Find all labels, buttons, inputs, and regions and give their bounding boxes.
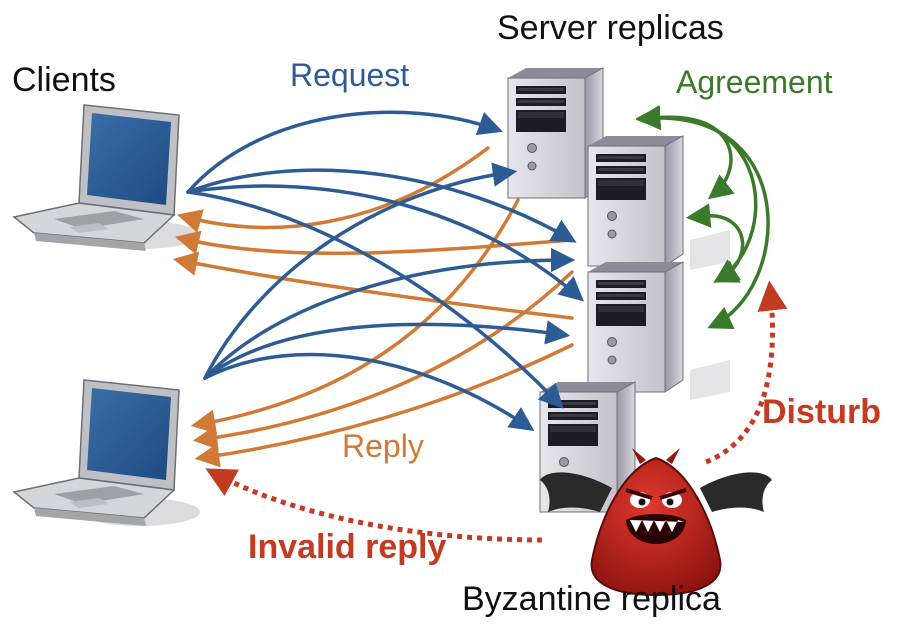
server-tower-2-icon — [587, 135, 684, 267]
disturb-label: Disturb — [762, 393, 881, 431]
client-laptop-top-icon — [13, 104, 180, 252]
server-replicas-label: Server replicas — [497, 9, 724, 47]
server-tower-3-icon — [587, 261, 684, 393]
request-label: Request — [290, 57, 410, 93]
byzantine-arrows — [205, 280, 788, 543]
invalid-reply-label: Invalid reply — [248, 528, 447, 566]
devil-monster-icon — [540, 448, 772, 597]
reply-label: Reply — [342, 428, 424, 464]
clients-label: Clients — [12, 61, 116, 99]
agreement-arrows — [635, 105, 770, 330]
client-laptop-bottom-icon — [13, 379, 180, 527]
reply-arrows — [172, 146, 574, 468]
agreement-label: Agreement — [676, 64, 833, 100]
request-arrows — [186, 110, 584, 431]
byzantine-replica-label: Byzantine replica — [462, 580, 721, 618]
